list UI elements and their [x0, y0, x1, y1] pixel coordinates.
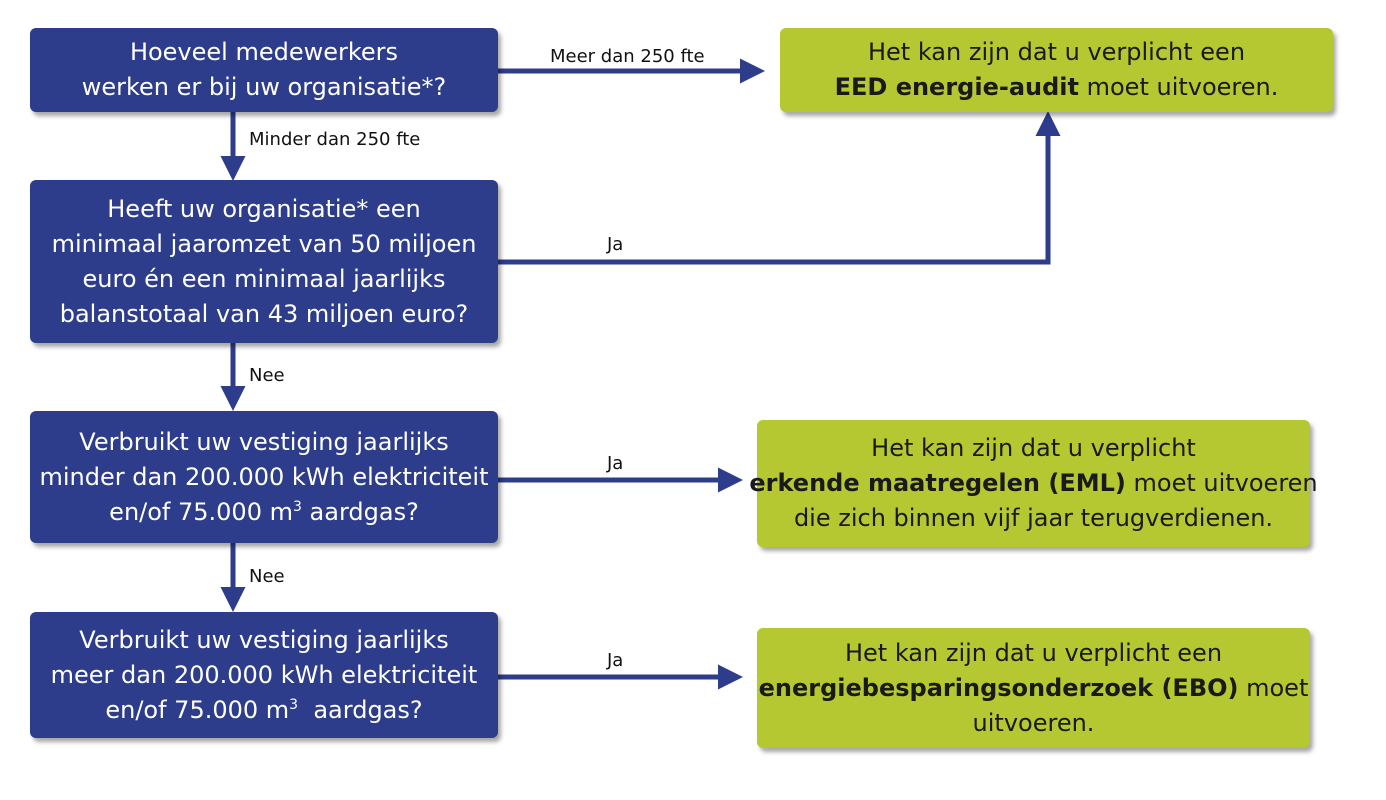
- result-ebo-line-3: uitvoeren.: [972, 708, 1095, 737]
- question-less-line-2: minder dan 200.000 kWh elektriciteit: [39, 462, 489, 491]
- result-ebo-line-2: energiebesparingsonderzoek (EBO) moet: [759, 671, 1309, 706]
- question-employees-line-1: Hoeveel medewerkers: [129, 38, 399, 66]
- result-eed-bold: EED energie-audit: [834, 73, 1079, 101]
- question-employees-line-2: werken er bij uw organisatie*?: [81, 73, 447, 101]
- question-box-more-than-200000-kwh: Verbruikt uw vestiging jaarlijks meer da…: [30, 612, 498, 738]
- question-less-line-1: Verbruikt uw vestiging jaarlijks: [79, 427, 449, 456]
- question-turnover-line-1: Heeft uw organisatie* een: [107, 194, 421, 223]
- question-more-superscript: 3: [289, 696, 299, 713]
- arrow-q2-to-r1: [498, 111, 1061, 265]
- question-more-line-1: Verbruikt uw vestiging jaarlijks: [79, 625, 449, 654]
- question-more-line-3-pre: en/of 75.000 m: [105, 695, 290, 724]
- question-more-line-2: meer dan 200.000 kWh elektriciteit: [50, 660, 478, 689]
- question-less-line-3-pre: en/of 75.000 m: [109, 497, 293, 526]
- edge-label-nee-turnover: Nee: [249, 365, 285, 386]
- question-turnover-line-3: euro én een minimaal jaarlijks: [82, 264, 446, 293]
- question-turnover-line-4: balanstotaal van 43 miljoen euro?: [59, 299, 469, 328]
- result-eml-bold: erkende maatregelen (EML): [749, 469, 1126, 497]
- result-eed-after-bold: moet uitvoeren.: [1078, 73, 1279, 101]
- edge-label-less-than-250: Minder dan 250 fte: [249, 129, 421, 150]
- question-less-line-3: en/of 75.000 m3 aardgas?: [109, 495, 419, 530]
- edge-label-ja-turnover: Ja: [607, 234, 624, 255]
- result-eml-line-2: erkende maatregelen (EML) moet uitvoeren: [749, 466, 1317, 501]
- edge-label-ja-more: Ja: [607, 650, 624, 671]
- question-turnover-line-2: minimaal jaaromzet van 50 miljoen: [51, 229, 477, 258]
- result-box-eed-audit: Het kan zijn dat u verplicht een EED ene…: [780, 28, 1333, 112]
- edge-label-more-than-250: Meer dan 250 fte: [550, 46, 705, 67]
- question-box-less-than-200000-kwh: Verbruikt uw vestiging jaarlijks minder …: [30, 411, 498, 543]
- result-eed-line-1: Het kan zijn dat u verplicht een: [867, 38, 1246, 66]
- result-box-eml: Het kan zijn dat u verplicht erkende maa…: [749, 420, 1318, 547]
- question-more-line-3: en/of 75.000 m3 aardgas?: [105, 693, 422, 728]
- result-ebo-after-bold: moet: [1238, 673, 1309, 702]
- result-box-ebo: Het kan zijn dat u verplicht een energie…: [757, 628, 1310, 748]
- result-eml-line-1: Het kan zijn dat u verplicht: [871, 434, 1196, 462]
- edge-label-nee-less: Nee: [249, 566, 285, 587]
- result-ebo-line-1: Het kan zijn dat u verplicht een: [844, 638, 1223, 667]
- question-less-line-3-post: aardgas?: [301, 497, 419, 526]
- question-less-superscript: 3: [292, 498, 302, 515]
- question-box-employees: Hoeveel medewerkers werken er bij uw org…: [30, 28, 498, 112]
- result-ebo-bold: energiebesparingsonderzoek (EBO): [758, 673, 1239, 702]
- question-box-turnover: Heeft uw organisatie* een minimaal jaaro…: [30, 180, 498, 343]
- result-eed-line-2: EED energie-audit moet uitvoeren.: [835, 70, 1279, 105]
- result-eml-after-bold: moet uitvoeren: [1125, 469, 1318, 497]
- edge-label-ja-less: Ja: [607, 453, 624, 474]
- question-more-line-3-post: aardgas?: [298, 695, 423, 724]
- result-eml-line-3: die zich binnen vijf jaar terugverdienen…: [793, 504, 1274, 532]
